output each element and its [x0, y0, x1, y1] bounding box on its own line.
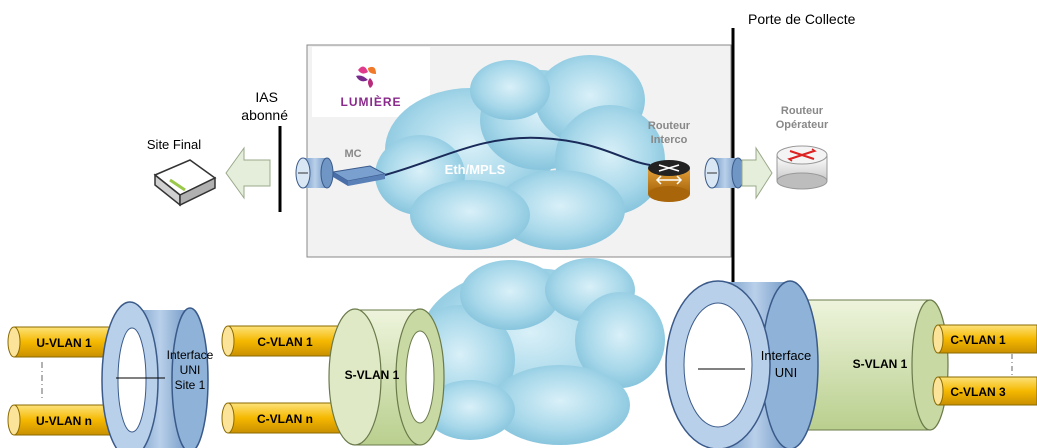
porte-de-collecte-label: Porte de Collecte [748, 11, 856, 27]
mc-label: MC [344, 148, 361, 160]
interface-uni-site1-line2: UNI [180, 363, 201, 377]
routeur-operateur-icon [776, 145, 828, 190]
mpls-cloud [375, 55, 665, 250]
routeur-interco-icon [648, 160, 690, 202]
u-vlan-n-label: U-VLAN n [36, 414, 92, 428]
c-vlan-right-3-label: C-VLAN 3 [950, 385, 1006, 399]
eth-mpls-label: Eth/MPLS [445, 162, 506, 177]
ias-label-line2: abonné [241, 107, 288, 123]
c-vlan-left-1-label: C-VLAN 1 [257, 335, 313, 349]
interface-uni-right-line1: Interface [761, 348, 812, 363]
port-left-icon [295, 157, 334, 189]
port-right-icon [704, 157, 745, 189]
c-vlan-right-1-label: C-VLAN 1 [950, 333, 1006, 347]
s-vlan-left-cylinder [328, 308, 445, 446]
logo-text: LUMIÈRE [341, 94, 402, 109]
c-vlan-pipe-right-1 [932, 324, 1037, 354]
site-final-label: Site Final [147, 137, 201, 152]
routeur-interco-label-line1: Routeur [648, 120, 691, 132]
routeur-interco-label-line2: Interco [651, 134, 688, 146]
interface-uni-right-line2: UNI [775, 365, 797, 380]
c-vlan-pipe-left-1 [221, 325, 341, 357]
s-vlan-left-label: S-VLAN 1 [345, 368, 400, 382]
interface-uni-right-ring [665, 280, 819, 448]
interface-uni-site1-ring [101, 301, 209, 448]
interface-uni-site1-line3: Site 1 [175, 378, 206, 392]
ias-label-line1: IAS [255, 89, 278, 105]
arrow-to-routeur-operateur [741, 146, 773, 200]
c-vlan-pipe-right-3 [932, 376, 1037, 406]
routeur-operateur-label-line1: Routeur [781, 105, 824, 117]
u-vlan-1-label: U-VLAN 1 [36, 336, 92, 350]
c-vlan-pipe-left-n [221, 402, 341, 434]
mpls-link [384, 136, 651, 176]
mc-device-icon [331, 165, 387, 186]
c-vlan-left-n-label: C-VLAN n [257, 412, 313, 426]
site-final-device-icon [153, 159, 217, 207]
transport-cloud [405, 258, 665, 445]
routeur-operateur-label-line2: Opérateur [776, 119, 829, 131]
lumiere-logo: LUMIÈRE [312, 47, 430, 117]
arrow-to-site-final [225, 146, 271, 200]
interface-uni-site1-line1: Interface [167, 348, 214, 362]
s-vlan-right-label: S-VLAN 1 [853, 357, 908, 371]
